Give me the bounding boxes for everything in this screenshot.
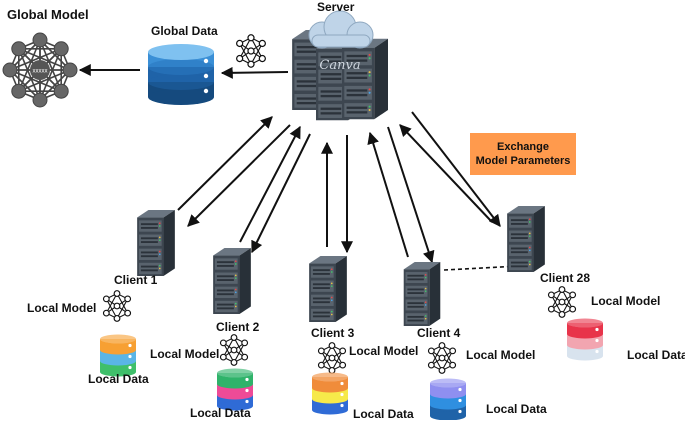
global-model-network-icon [2, 32, 78, 108]
callout-line-1: Exchange [497, 141, 549, 153]
server-label: Server [317, 0, 355, 14]
client-28-local-model-label: Local Model [591, 294, 661, 308]
client-4-label: Client 4 [417, 326, 461, 340]
client-4-neural-net-icon [427, 342, 457, 374]
client-1-local-data-label: Local Data [88, 372, 149, 386]
callout-line-2: Model Parameters [475, 155, 571, 167]
client-4-local-data-icon [430, 378, 466, 420]
client-4-local-data-label: Local Data [486, 402, 547, 416]
client-28-neural-net-icon [547, 286, 577, 318]
server-icon: Canva [292, 10, 388, 121]
client-2-server-icon [213, 248, 251, 314]
client-3-local-data-label: Local Data [353, 407, 414, 421]
client-3-server-icon [309, 256, 347, 322]
global-model-label: Global Model [7, 7, 89, 22]
client-1-local-data-icon [100, 334, 136, 377]
server-brand-text: Canva [319, 58, 360, 73]
exchange-parameters-callout: Exchange Model Parameters [470, 133, 576, 175]
client-2-label: Client 2 [216, 320, 260, 334]
client-3-local-model-label: Local Model [349, 344, 419, 358]
client-1-server-icon [137, 210, 175, 276]
client-3-local-data-icon [312, 372, 348, 415]
client-1-label: Client 1 [114, 273, 158, 287]
global-neural-net-icon [236, 34, 266, 68]
exchange-arrows [177, 111, 501, 264]
client-2-neural-net-icon [219, 334, 249, 366]
client-1-neural-net-icon [102, 290, 132, 322]
client-3-neural-net-icon [317, 342, 347, 374]
client-3-label: Client 3 [311, 326, 355, 340]
client-28-label: Client 28 [540, 271, 591, 285]
client-4-local-model-label: Local Model [466, 348, 536, 362]
client-1-local-model-label: Local Model [27, 301, 97, 315]
client-4-server-icon [403, 262, 441, 326]
global-data-database-icon [148, 44, 214, 105]
client-28-local-data-icon [567, 318, 603, 361]
global-model-node-label: xxxxx [33, 69, 48, 75]
client-2-local-model-label: Local Model [150, 347, 220, 361]
client-28-local-data-label: Local Data [627, 348, 685, 362]
client-28-server-icon [507, 206, 545, 272]
client-2-local-data-icon [217, 368, 253, 411]
global-data-label: Global Data [151, 24, 218, 38]
client-2-local-data-label: Local Data [190, 406, 251, 420]
arrow-server-to-global-data [220, 66, 289, 79]
